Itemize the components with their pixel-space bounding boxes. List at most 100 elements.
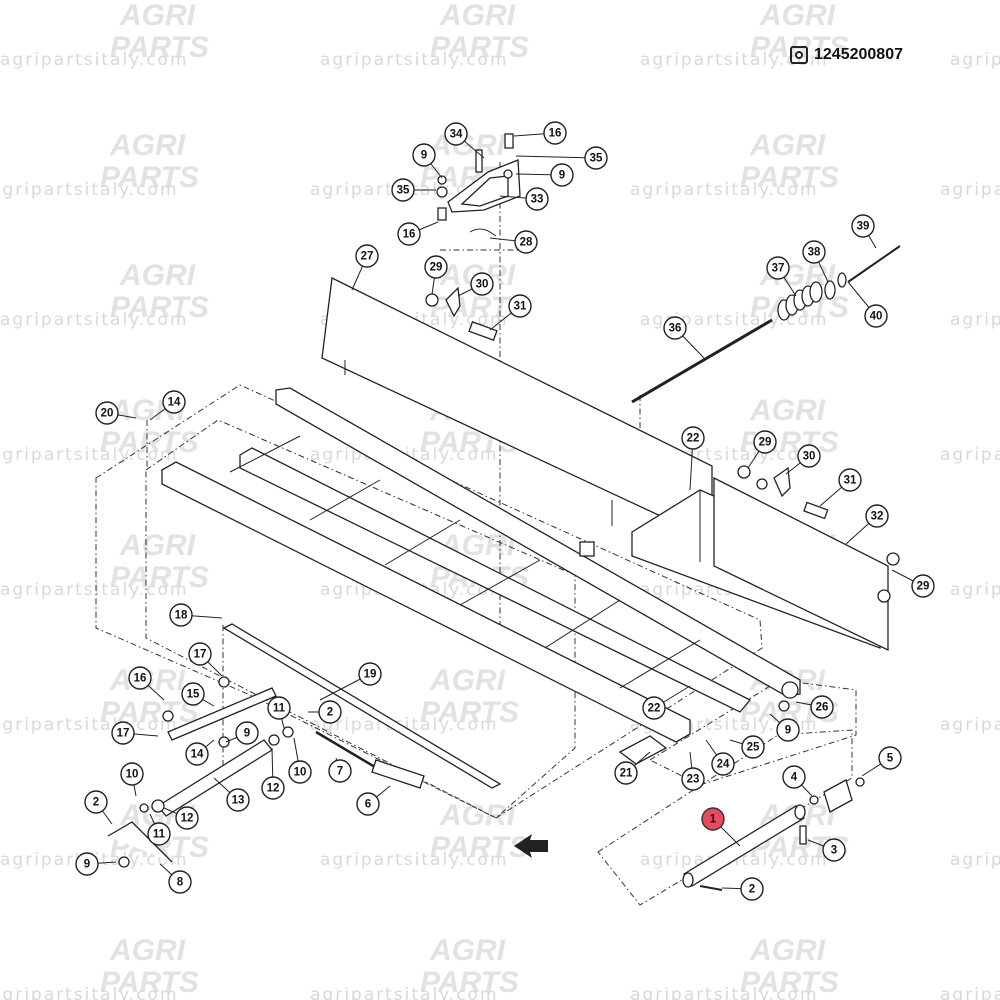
watermark-logo-parts: PARTS — [420, 696, 519, 729]
callout-marker-33[interactable] — [525, 187, 549, 211]
callout-marker-22[interactable] — [681, 426, 705, 450]
callout-marker-26[interactable] — [810, 695, 834, 719]
watermark-logo-parts: PARTS — [740, 161, 839, 194]
callout-marker-29[interactable] — [911, 574, 935, 598]
callout-marker-9[interactable] — [235, 721, 259, 745]
watermark-logo-agri: AGRI — [749, 934, 826, 967]
callout-marker-24[interactable] — [711, 752, 735, 776]
gear-icon — [790, 46, 808, 64]
callout-marker-17[interactable] — [188, 642, 212, 666]
callout-label-1: 1 — [710, 814, 717, 826]
callout-marker-18[interactable] — [169, 603, 193, 627]
callout-marker-11[interactable] — [147, 822, 171, 846]
watermark-url: agripartsitaly.com — [940, 445, 1000, 465]
callout-label-14: 14 — [191, 749, 204, 761]
callout-marker-40[interactable] — [864, 304, 888, 328]
callout-marker-30[interactable] — [797, 444, 821, 468]
callout-label-16: 16 — [549, 128, 562, 140]
callout-marker-16[interactable] — [128, 666, 152, 690]
callout-label-35: 35 — [590, 153, 603, 165]
callout-label-22: 22 — [648, 703, 661, 715]
callout-marker-36[interactable] — [663, 316, 687, 340]
callout-marker-10[interactable] — [120, 762, 144, 786]
callout-marker-9[interactable] — [75, 852, 99, 876]
callout-marker-11[interactable] — [267, 696, 291, 720]
watermark-logo-parts: PARTS — [110, 291, 209, 324]
watermark-logo-parts: PARTS — [430, 31, 529, 64]
callout-label-36: 36 — [669, 323, 682, 335]
callout-marker-23[interactable] — [681, 767, 705, 791]
pin-assembly-1 — [682, 777, 865, 891]
callout-label-30: 30 — [803, 451, 816, 463]
callout-marker-19[interactable] — [358, 662, 382, 686]
callout-marker-1[interactable] — [701, 807, 725, 831]
callout-marker-2[interactable] — [84, 790, 108, 814]
callout-marker-9[interactable] — [776, 718, 800, 742]
callout-marker-14[interactable] — [185, 742, 209, 766]
callout-marker-10[interactable] — [288, 760, 312, 784]
callout-label-29: 29 — [759, 437, 772, 449]
callout-marker-8[interactable] — [168, 870, 192, 894]
watermark-url: agripartsitaly.com — [0, 985, 179, 1000]
callout-marker-31[interactable] — [838, 468, 862, 492]
callout-marker-15[interactable] — [181, 682, 205, 706]
callout-marker-32[interactable] — [865, 504, 889, 528]
callout-marker-22[interactable] — [642, 696, 666, 720]
callout-label-25: 25 — [747, 742, 760, 754]
callout-label-10: 10 — [294, 767, 307, 779]
callout-marker-30[interactable] — [470, 272, 494, 296]
callout-marker-16[interactable] — [543, 121, 567, 145]
callout-marker-9[interactable] — [550, 163, 574, 187]
callout-label-39: 39 — [857, 221, 870, 233]
upper-bracket — [436, 133, 521, 237]
callout-marker-12[interactable] — [175, 806, 199, 830]
callout-marker-27[interactable] — [355, 244, 379, 268]
callout-label-7: 7 — [337, 766, 343, 778]
callout-marker-14[interactable] — [162, 390, 186, 414]
callout-marker-25[interactable] — [741, 735, 765, 759]
callout-label-35: 35 — [397, 185, 410, 197]
callout-marker-29[interactable] — [753, 430, 777, 454]
callout-label-9: 9 — [785, 725, 791, 737]
callout-marker-31[interactable] — [508, 294, 532, 318]
callout-marker-2[interactable] — [740, 877, 764, 901]
callout-marker-9[interactable] — [412, 143, 436, 167]
callout-marker-5[interactable] — [878, 746, 902, 770]
callout-marker-35[interactable] — [391, 178, 415, 202]
spring — [777, 281, 823, 321]
callout-label-29: 29 — [430, 262, 443, 274]
callout-marker-17[interactable] — [111, 721, 135, 745]
callout-label-14: 14 — [168, 397, 181, 409]
callout-label-22: 22 — [687, 433, 700, 445]
callout-label-20: 20 — [101, 408, 114, 420]
callout-marker-6[interactable] — [356, 792, 380, 816]
callout-marker-13[interactable] — [226, 788, 250, 812]
callout-marker-3[interactable] — [822, 838, 846, 862]
callout-marker-37[interactable] — [766, 256, 790, 280]
callout-marker-20[interactable] — [95, 401, 119, 425]
callout-marker-4[interactable] — [782, 765, 806, 789]
callout-label-9: 9 — [244, 728, 250, 740]
watermark-logo-agri: AGRI — [749, 394, 826, 427]
callout-marker-39[interactable] — [851, 214, 875, 238]
direction-arrow — [514, 834, 548, 858]
watermark-url: agripartsitaly.com — [630, 180, 819, 200]
callout-marker-29[interactable] — [424, 255, 448, 279]
watermark-logo-parts: PARTS — [740, 966, 839, 999]
callout-marker-21[interactable] — [614, 761, 638, 785]
callout-label-11: 11 — [273, 703, 286, 715]
callout-label-9: 9 — [421, 150, 427, 162]
callout-marker-34[interactable] — [444, 122, 468, 146]
callout-marker-38[interactable] — [802, 240, 826, 264]
callout-marker-2[interactable] — [318, 700, 342, 724]
callout-marker-7[interactable] — [328, 759, 352, 783]
callout-marker-16[interactable] — [397, 222, 421, 246]
callout-marker-12[interactable] — [261, 776, 285, 800]
callout-label-2: 2 — [749, 884, 755, 896]
watermark-url: agripartsitaly.com — [630, 985, 819, 1000]
watermark-logo-agri: AGRI — [119, 259, 196, 292]
callout-marker-35[interactable] — [584, 146, 608, 170]
side-board-32 — [631, 476, 889, 652]
callout-marker-28[interactable] — [514, 230, 538, 254]
